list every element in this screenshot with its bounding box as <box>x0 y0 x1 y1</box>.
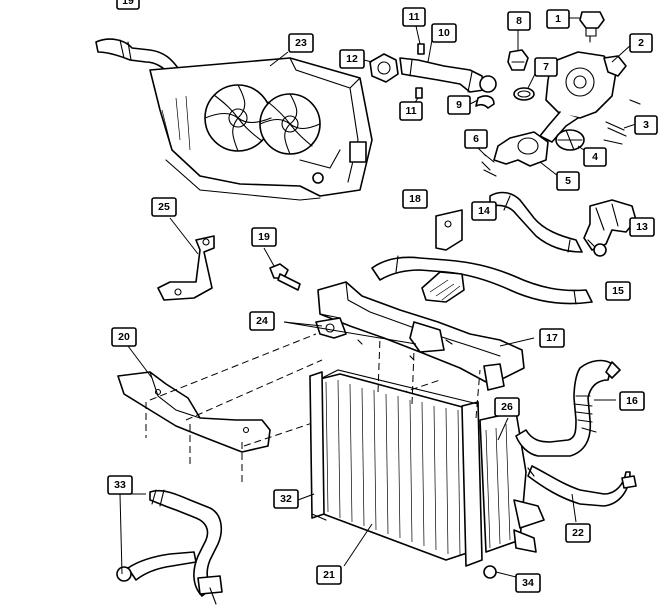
hose-33 <box>116 489 223 605</box>
callout-33: 33 <box>107 475 133 495</box>
callout-2: 2 <box>629 33 653 53</box>
callout-1: 1 <box>546 9 570 29</box>
upper-hoses-group <box>371 191 637 305</box>
svg-text:19: 19 <box>258 231 270 243</box>
svg-text:11: 11 <box>405 105 416 117</box>
svg-text:9: 9 <box>456 99 462 111</box>
svg-text:24: 24 <box>256 315 268 327</box>
svg-text:32: 32 <box>280 493 292 505</box>
callout-19: 19 <box>251 227 277 247</box>
callout-6: 6 <box>464 129 488 149</box>
callout-12: 12 <box>339 49 365 69</box>
svg-text:34: 34 <box>522 577 534 589</box>
callout-7: 7 <box>534 57 558 77</box>
callout-8: 8 <box>507 11 531 31</box>
svg-text:33: 33 <box>114 479 126 491</box>
callout-9: 9 <box>447 95 471 115</box>
svg-text:18: 18 <box>409 193 421 205</box>
line-22 <box>527 465 637 523</box>
callout-17: 17 <box>539 328 565 348</box>
callout-34: 34 <box>515 573 541 593</box>
svg-text:1: 1 <box>555 13 561 25</box>
svg-text:15: 15 <box>612 285 624 297</box>
svg-text:23: 23 <box>295 37 307 49</box>
thermostat-housing-group <box>363 11 641 177</box>
svg-text:22: 22 <box>572 527 584 539</box>
svg-text:6: 6 <box>473 133 479 145</box>
svg-text:2: 2 <box>638 37 644 49</box>
callout-13: 13 <box>629 217 655 237</box>
callout-11b: 11 <box>399 101 423 121</box>
callout-11a: 11 <box>402 7 426 27</box>
callout-14: 14 <box>471 201 497 221</box>
callout-3: 3 <box>634 115 658 135</box>
callout-22: 22 <box>565 523 591 543</box>
callout-23: 23 <box>288 33 314 53</box>
svg-text:16: 16 <box>626 395 638 407</box>
svg-text:21: 21 <box>323 569 335 581</box>
air-deflector-20 <box>117 333 441 484</box>
bolt-19 <box>263 247 301 291</box>
svg-text:19: 19 <box>122 0 134 7</box>
svg-text:12: 12 <box>346 53 358 65</box>
callout-18: 18 <box>402 189 428 209</box>
callout-20: 20 <box>111 327 137 347</box>
svg-text:25: 25 <box>158 201 170 213</box>
svg-text:20: 20 <box>118 331 130 343</box>
svg-text:13: 13 <box>636 221 648 233</box>
callout-5: 5 <box>556 171 580 191</box>
callout-26: 26 <box>494 397 520 417</box>
svg-text:8: 8 <box>516 15 522 27</box>
svg-text:17: 17 <box>546 332 558 344</box>
svg-text:11: 11 <box>408 11 419 23</box>
callout-15: 15 <box>605 281 631 301</box>
svg-text:5: 5 <box>565 175 571 187</box>
callout-top: 19 <box>116 0 140 10</box>
callout-32: 32 <box>273 489 299 509</box>
crossmember-17 <box>283 281 535 391</box>
svg-text:7: 7 <box>543 61 549 73</box>
svg-text:4: 4 <box>592 151 598 163</box>
callout-25: 25 <box>151 197 177 217</box>
callout-21: 21 <box>316 565 342 585</box>
callout-16: 16 <box>619 391 645 411</box>
svg-text:10: 10 <box>438 27 450 39</box>
svg-text:14: 14 <box>478 205 490 217</box>
callout-4: 4 <box>583 147 607 167</box>
callout-24: 24 <box>249 311 275 331</box>
fan-module-assembly <box>95 38 373 201</box>
bracket-25 <box>157 217 215 301</box>
callout-10: 10 <box>431 23 457 43</box>
callouts: 19 1 2 3 4 5 6 7 <box>107 0 658 593</box>
svg-text:3: 3 <box>643 119 649 131</box>
lower-hose-16 <box>515 359 621 457</box>
svg-text:26: 26 <box>501 401 513 413</box>
